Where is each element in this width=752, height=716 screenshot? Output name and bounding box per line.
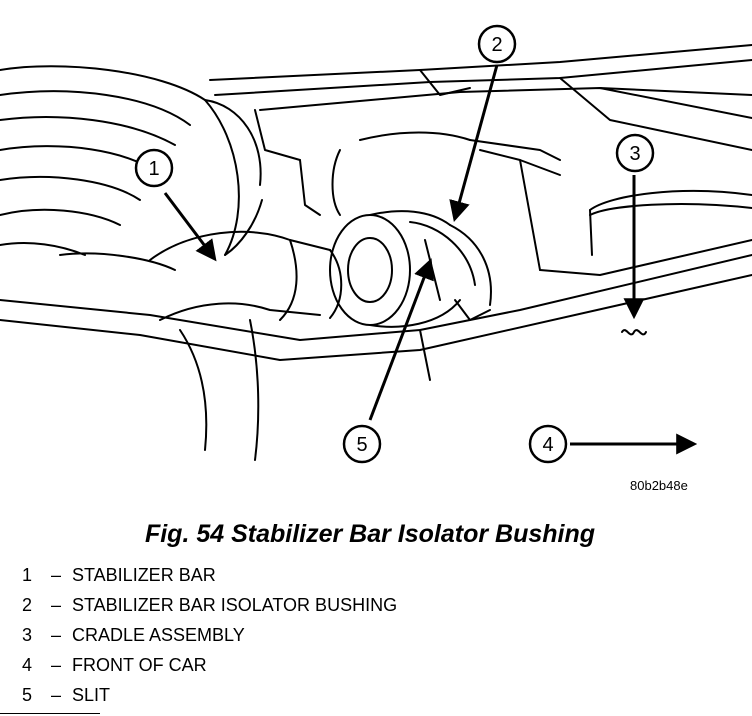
legend-label: STABILIZER BAR ISOLATOR BUSHING [72,595,398,615]
stabilizer-bar-drawing [149,230,343,461]
legend-list: 1–STABILIZER BAR 2–STABILIZER BAR ISOLAT… [22,560,397,710]
legend-number: 1 [22,565,33,585]
legend-dash: – [50,625,61,645]
legend-number: 2 [22,595,33,615]
callout-circle-1 [134,148,174,188]
callout-label-5: 5 [356,434,367,456]
legend-dash: – [50,685,61,705]
callout-label-4: 4 [542,434,553,456]
callout-circle-2 [477,24,517,64]
callout-label-3: 3 [629,143,640,165]
legend-dash: – [50,595,61,615]
legend-item: 2–STABILIZER BAR ISOLATOR BUSHING [22,590,397,620]
callout-circle-4 [528,424,568,464]
leader-2 [449,64,499,223]
callout-circle-3 [615,133,655,173]
legend-label: STABILIZER BAR [72,565,216,585]
callout-label-1: 1 [148,158,159,180]
leader-5 [368,258,434,421]
legend-number: 4 [22,655,33,675]
stabilizer-bar-illustration: 1 2 3 4 5 [0,24,752,464]
cradle-assembly-drawing [0,149,752,381]
frame-rails [209,44,752,216]
cradle-mark [621,329,647,336]
legend-item: 1–STABILIZER BAR [22,560,397,590]
legend-dash: – [50,655,61,675]
tire-drawing [0,65,263,271]
legend-label: CRADLE ASSEMBLY [72,625,245,645]
legend-item: 5–SLIT [22,680,397,710]
figure-title: Fig. 54 Stabilizer Bar Isolator Bushing [144,520,596,548]
footer-rule [0,713,100,714]
legend-item: 3–CRADLE ASSEMBLY [22,620,397,650]
legend-label: SLIT [72,685,111,705]
drawing-code: 80b2b48e [630,478,688,493]
legend-item: 4–FRONT OF CAR [22,650,397,680]
legend-number: 5 [22,685,33,705]
legend-label: FRONT OF CAR [72,655,207,675]
legend-dash: – [50,565,61,585]
isolator-bushing-drawing [329,210,492,328]
legend-number: 3 [22,625,33,645]
leader-1 [163,192,217,262]
callout-circle-5 [342,424,382,464]
callout-label-2: 2 [491,34,502,56]
